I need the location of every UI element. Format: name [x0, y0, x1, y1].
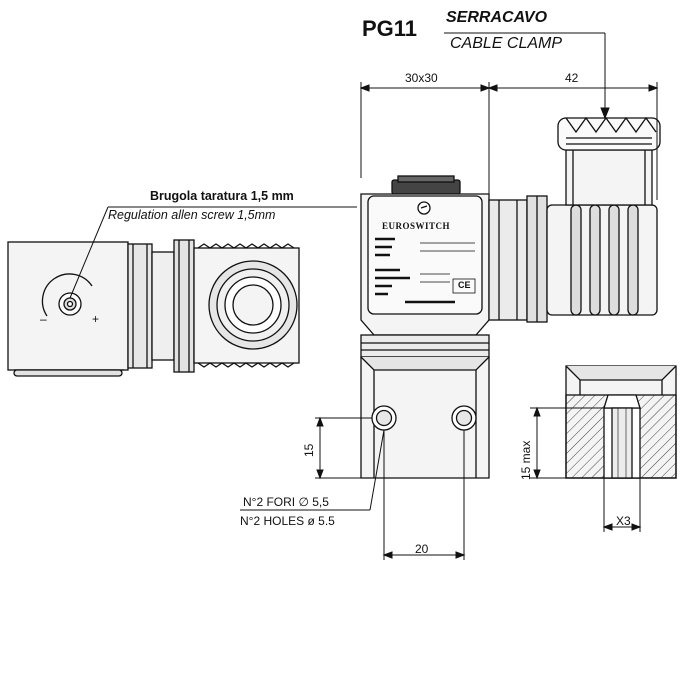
label-plate [367, 195, 483, 315]
dim-42: 42 [565, 71, 579, 85]
holes-note-it: N°2 FORI ∅ 5,5 [243, 495, 329, 509]
brand-label: EUROSWITCH [382, 221, 451, 231]
dim-15: 15 [302, 443, 316, 457]
screw-leader [69, 206, 357, 299]
title-leader [444, 32, 610, 120]
svg-text:+: + [92, 312, 99, 326]
dim-30x30: 30x30 [405, 71, 438, 85]
section-view [565, 365, 677, 479]
dim-15-max: 15 max [519, 440, 533, 480]
dim-20: 20 [415, 542, 429, 556]
top-dimensions [359, 82, 659, 200]
center-housing [360, 175, 490, 479]
dim-x3: X3 [616, 514, 631, 528]
hole-dimensions [240, 416, 466, 560]
title-code: PG11 [362, 16, 418, 41]
title-english: CABLE CLAMP [450, 35, 563, 52]
clamp-nut [557, 117, 661, 151]
section-dimensions [530, 406, 642, 532]
cable-gland [488, 116, 661, 323]
title-italian: SERRACAVO [446, 9, 548, 26]
left-view: – + [7, 239, 300, 377]
screw-note-en: Regulation allen screw 1,5mm [108, 208, 276, 222]
ce-mark: CE [458, 280, 471, 290]
screw-note-it: Brugola taratura 1,5 mm [150, 189, 294, 203]
svg-text:–: – [40, 312, 47, 326]
holes-note-en: N°2 HOLES ø 5.5 [240, 514, 335, 528]
